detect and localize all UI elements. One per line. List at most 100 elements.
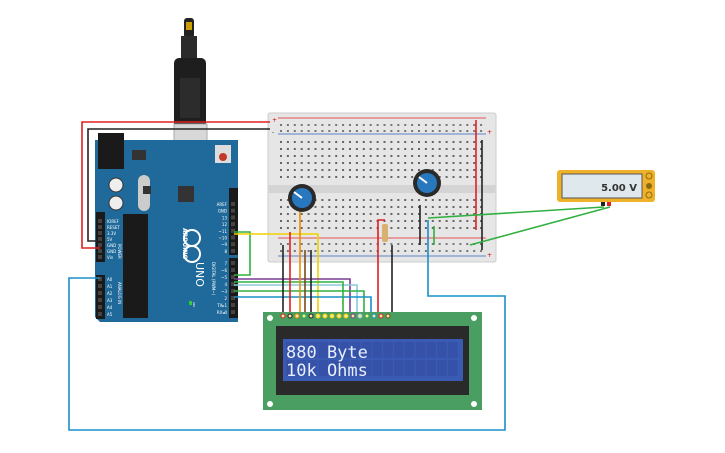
lcd-pin[interactable] — [364, 313, 370, 319]
header-pin[interactable] — [231, 228, 235, 233]
header-pin[interactable] — [98, 219, 102, 223]
mode-amps[interactable] — [645, 172, 653, 180]
pin-label: 8 — [224, 249, 227, 254]
breadboard[interactable]: + - + + — [267, 112, 497, 263]
header-pin[interactable] — [98, 255, 102, 259]
pin-label: 13 — [222, 215, 228, 220]
lcd-pin[interactable] — [280, 313, 286, 319]
header-pin[interactable] — [98, 237, 102, 241]
potentiometer-2[interactable] — [413, 169, 441, 197]
multimeter[interactable]: 5.00 V — [557, 170, 655, 206]
arduino-brand: ARDUINO — [181, 228, 188, 259]
lcd-pin[interactable] — [357, 313, 363, 319]
digital-label: DIGITAL (PWM~) — [211, 262, 216, 296]
arduino-uno[interactable]: ARDUINO UNO DIGITAL (PWM~) POWER ANALOG … — [95, 133, 238, 322]
header-pin[interactable] — [231, 268, 235, 272]
multimeter-reading: 5.00 V — [601, 183, 637, 194]
pin-label: RESET — [107, 225, 120, 230]
probe-red[interactable] — [607, 202, 611, 206]
mode-volts[interactable] — [646, 183, 652, 189]
header-pin[interactable] — [98, 277, 102, 281]
pin-label: AREF — [217, 202, 228, 207]
header-pin[interactable] — [231, 242, 235, 247]
probe-black[interactable] — [601, 202, 605, 206]
analog-label: ANALOG IN — [117, 282, 122, 304]
pin-label: ~9 — [221, 242, 227, 247]
lcd-pin[interactable] — [336, 313, 342, 319]
pin-label: TX▸1 — [216, 303, 227, 308]
wire-red-backlight — [377, 219, 385, 312]
pin-label: 2 — [224, 296, 227, 301]
lcd-line-1: 880 Byte — [286, 343, 368, 363]
lcd-pin[interactable] — [322, 313, 328, 319]
breadboard-holes — [280, 124, 483, 252]
header-pin[interactable] — [231, 310, 235, 314]
header-pin[interactable] — [98, 298, 102, 302]
resistor[interactable] — [382, 224, 388, 242]
pin-label: A3 — [107, 298, 113, 303]
header-pin[interactable] — [231, 235, 235, 240]
power-label: POWER — [117, 244, 122, 259]
pin-label: A0 — [107, 277, 113, 282]
lcd-pin[interactable] — [294, 313, 300, 319]
lcd-pin[interactable] — [308, 313, 314, 319]
header-pin[interactable] — [98, 305, 102, 309]
pin-label: ~11 — [219, 229, 228, 234]
lcd-pin[interactable] — [315, 313, 321, 319]
header-pin[interactable] — [231, 202, 235, 206]
lcd-pin[interactable] — [378, 313, 384, 319]
wire-red-5v — [81, 121, 270, 249]
lcd-pin[interactable] — [350, 313, 356, 319]
wire-green-pin — [234, 281, 344, 312]
header-pin[interactable] — [98, 312, 102, 316]
header-pin[interactable] — [98, 284, 102, 288]
rail-plus-label-right: + — [487, 129, 492, 136]
header-pin[interactable] — [231, 215, 235, 220]
pin-label: 3.3V — [107, 231, 116, 236]
lcd-pin[interactable] — [287, 313, 293, 319]
pin-label: ~6 — [221, 268, 227, 273]
pin-label: ~3 — [221, 289, 227, 294]
pin-label: A4 — [107, 305, 113, 310]
header-pin[interactable] — [231, 303, 235, 307]
lcd-pin[interactable] — [385, 313, 391, 319]
header-pin[interactable] — [231, 296, 235, 300]
pin-label: A1 — [107, 284, 113, 289]
reset-button[interactable] — [219, 153, 227, 161]
lcd-pin[interactable] — [343, 313, 349, 319]
lcd-pin[interactable] — [329, 313, 335, 319]
header-pin[interactable] — [98, 231, 102, 235]
header-pin[interactable] — [231, 222, 235, 227]
wire-green-meter1 — [427, 206, 605, 219]
wire-lightblue-4 — [234, 284, 358, 312]
header-pin[interactable] — [231, 248, 235, 253]
pin-label: 7 — [224, 261, 227, 266]
pin-label: ~5 — [221, 275, 227, 280]
header-pin[interactable] — [98, 225, 102, 229]
header-pin[interactable] — [231, 289, 235, 293]
on-label: ON — [192, 302, 196, 307]
header-pin[interactable] — [231, 275, 235, 279]
lcd-16x2[interactable]: 880 Byte 10k Ohms — [263, 312, 482, 410]
potentiometer-1[interactable] — [288, 184, 316, 212]
lcd-pin[interactable] — [371, 313, 377, 319]
wire-blue-a0 — [68, 220, 506, 431]
wires[interactable] — [68, 120, 611, 431]
lcd-pin[interactable] — [301, 313, 307, 319]
pin-label: GND — [218, 209, 227, 214]
mode-ohms[interactable] — [645, 191, 653, 199]
pin-label: IOREF — [107, 219, 120, 224]
header-pin[interactable] — [231, 208, 235, 213]
wire-purple-5 — [234, 278, 351, 312]
arduino-model: UNO — [193, 262, 206, 287]
wire-black-gnd — [87, 128, 270, 242]
header-pin[interactable] — [98, 249, 102, 253]
header-pin[interactable] — [231, 282, 235, 286]
header-pin[interactable] — [98, 291, 102, 295]
header-pin[interactable] — [98, 243, 102, 247]
header-pin[interactable] — [231, 261, 235, 265]
lcd-cells — [286, 342, 458, 376]
rail-plus-label: + — [272, 117, 277, 124]
wire-yellow-11 — [234, 233, 319, 312]
